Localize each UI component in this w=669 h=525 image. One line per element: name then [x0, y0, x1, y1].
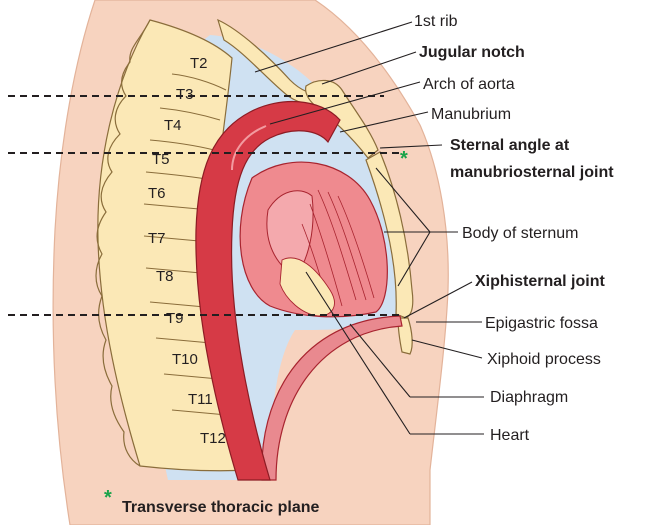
vertebra-label-t3: T3: [176, 86, 194, 103]
label-sternal-angle-line2: manubriosternal joint: [450, 164, 614, 181]
label-xiphoid-process: Xiphoid process: [487, 351, 601, 368]
vertebra-label-t2: T2: [190, 55, 208, 72]
label-epigastric-fossa: Epigastric fossa: [485, 315, 598, 332]
vertebra-label-t8: T8: [156, 268, 174, 285]
plane-marker-star: *: [400, 148, 408, 170]
label-diaphragm: Diaphragm: [490, 389, 568, 406]
vertebra-label-t7: T7: [148, 230, 166, 247]
vertebra-label-t11: T11: [188, 391, 213, 408]
label-arch-of-aorta: Arch of aorta: [423, 76, 515, 93]
vertebra-label-t10: T10: [172, 351, 198, 368]
legend-star: *: [104, 487, 112, 509]
vertebra-label-t6: T6: [148, 185, 166, 202]
label-manubrium: Manubrium: [431, 106, 511, 123]
label-sternal-angle-line1: Sternal angle at: [450, 137, 570, 154]
vertebra-label-t12: T12: [200, 430, 226, 447]
label-body-of-sternum: Body of sternum: [462, 225, 579, 242]
legend-text: Transverse thoracic plane: [122, 499, 320, 516]
label-xiphisternal-joint: Xiphisternal joint: [475, 273, 605, 290]
label-jugular-notch: Jugular notch: [419, 44, 525, 61]
vertebra-label-t4: T4: [164, 117, 182, 134]
vertebra-label-t9: T9: [166, 310, 184, 327]
label-first-rib: 1st rib: [414, 13, 458, 30]
label-heart: Heart: [490, 427, 530, 444]
